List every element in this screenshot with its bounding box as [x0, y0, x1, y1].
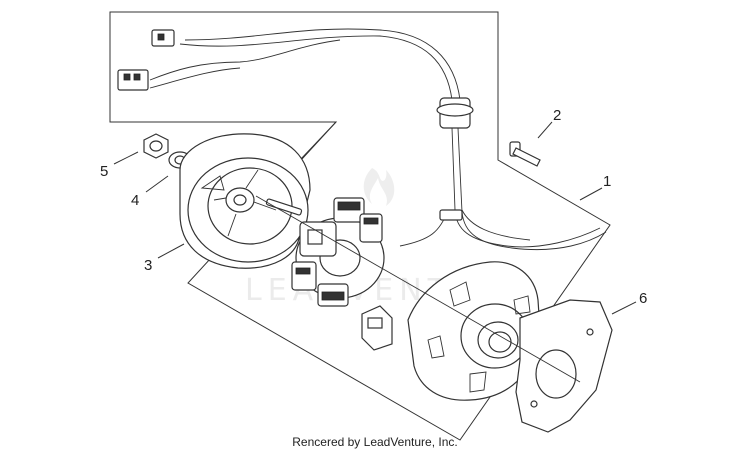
- callout-4: 4: [131, 175, 169, 209]
- callout-6: 6: [611, 290, 647, 315]
- pickup-coil: [361, 305, 393, 351]
- flywheel-group-outline: [299, 121, 337, 161]
- callout-5: 5: [100, 151, 139, 180]
- callout-label-6: 6: [639, 290, 647, 307]
- mounting-bolt: [509, 141, 541, 167]
- render-credit: Rencered by LeadVenture, Inc.: [292, 435, 458, 449]
- wiring-assembly-outline: [109, 11, 611, 441]
- flywheel-nut: [143, 133, 169, 159]
- watermark-flame-icon: [363, 168, 395, 206]
- callout-label-4: 4: [131, 192, 139, 209]
- stator-housing: [407, 261, 541, 401]
- callout-label-5: 5: [100, 163, 108, 180]
- crank-key: [265, 198, 303, 216]
- callout-label-2: 2: [553, 107, 561, 124]
- callout-2: 2: [537, 107, 561, 139]
- assembly-axis: [255, 195, 581, 383]
- gasket: [515, 299, 613, 433]
- flywheel: [179, 133, 311, 269]
- stator: [291, 197, 385, 307]
- callout-3: 3: [144, 243, 185, 274]
- callout-label-3: 3: [144, 257, 152, 274]
- wiring-harness: [117, 28, 607, 251]
- callout-label-1: 1: [603, 173, 611, 190]
- callout-1: 1: [579, 173, 611, 201]
